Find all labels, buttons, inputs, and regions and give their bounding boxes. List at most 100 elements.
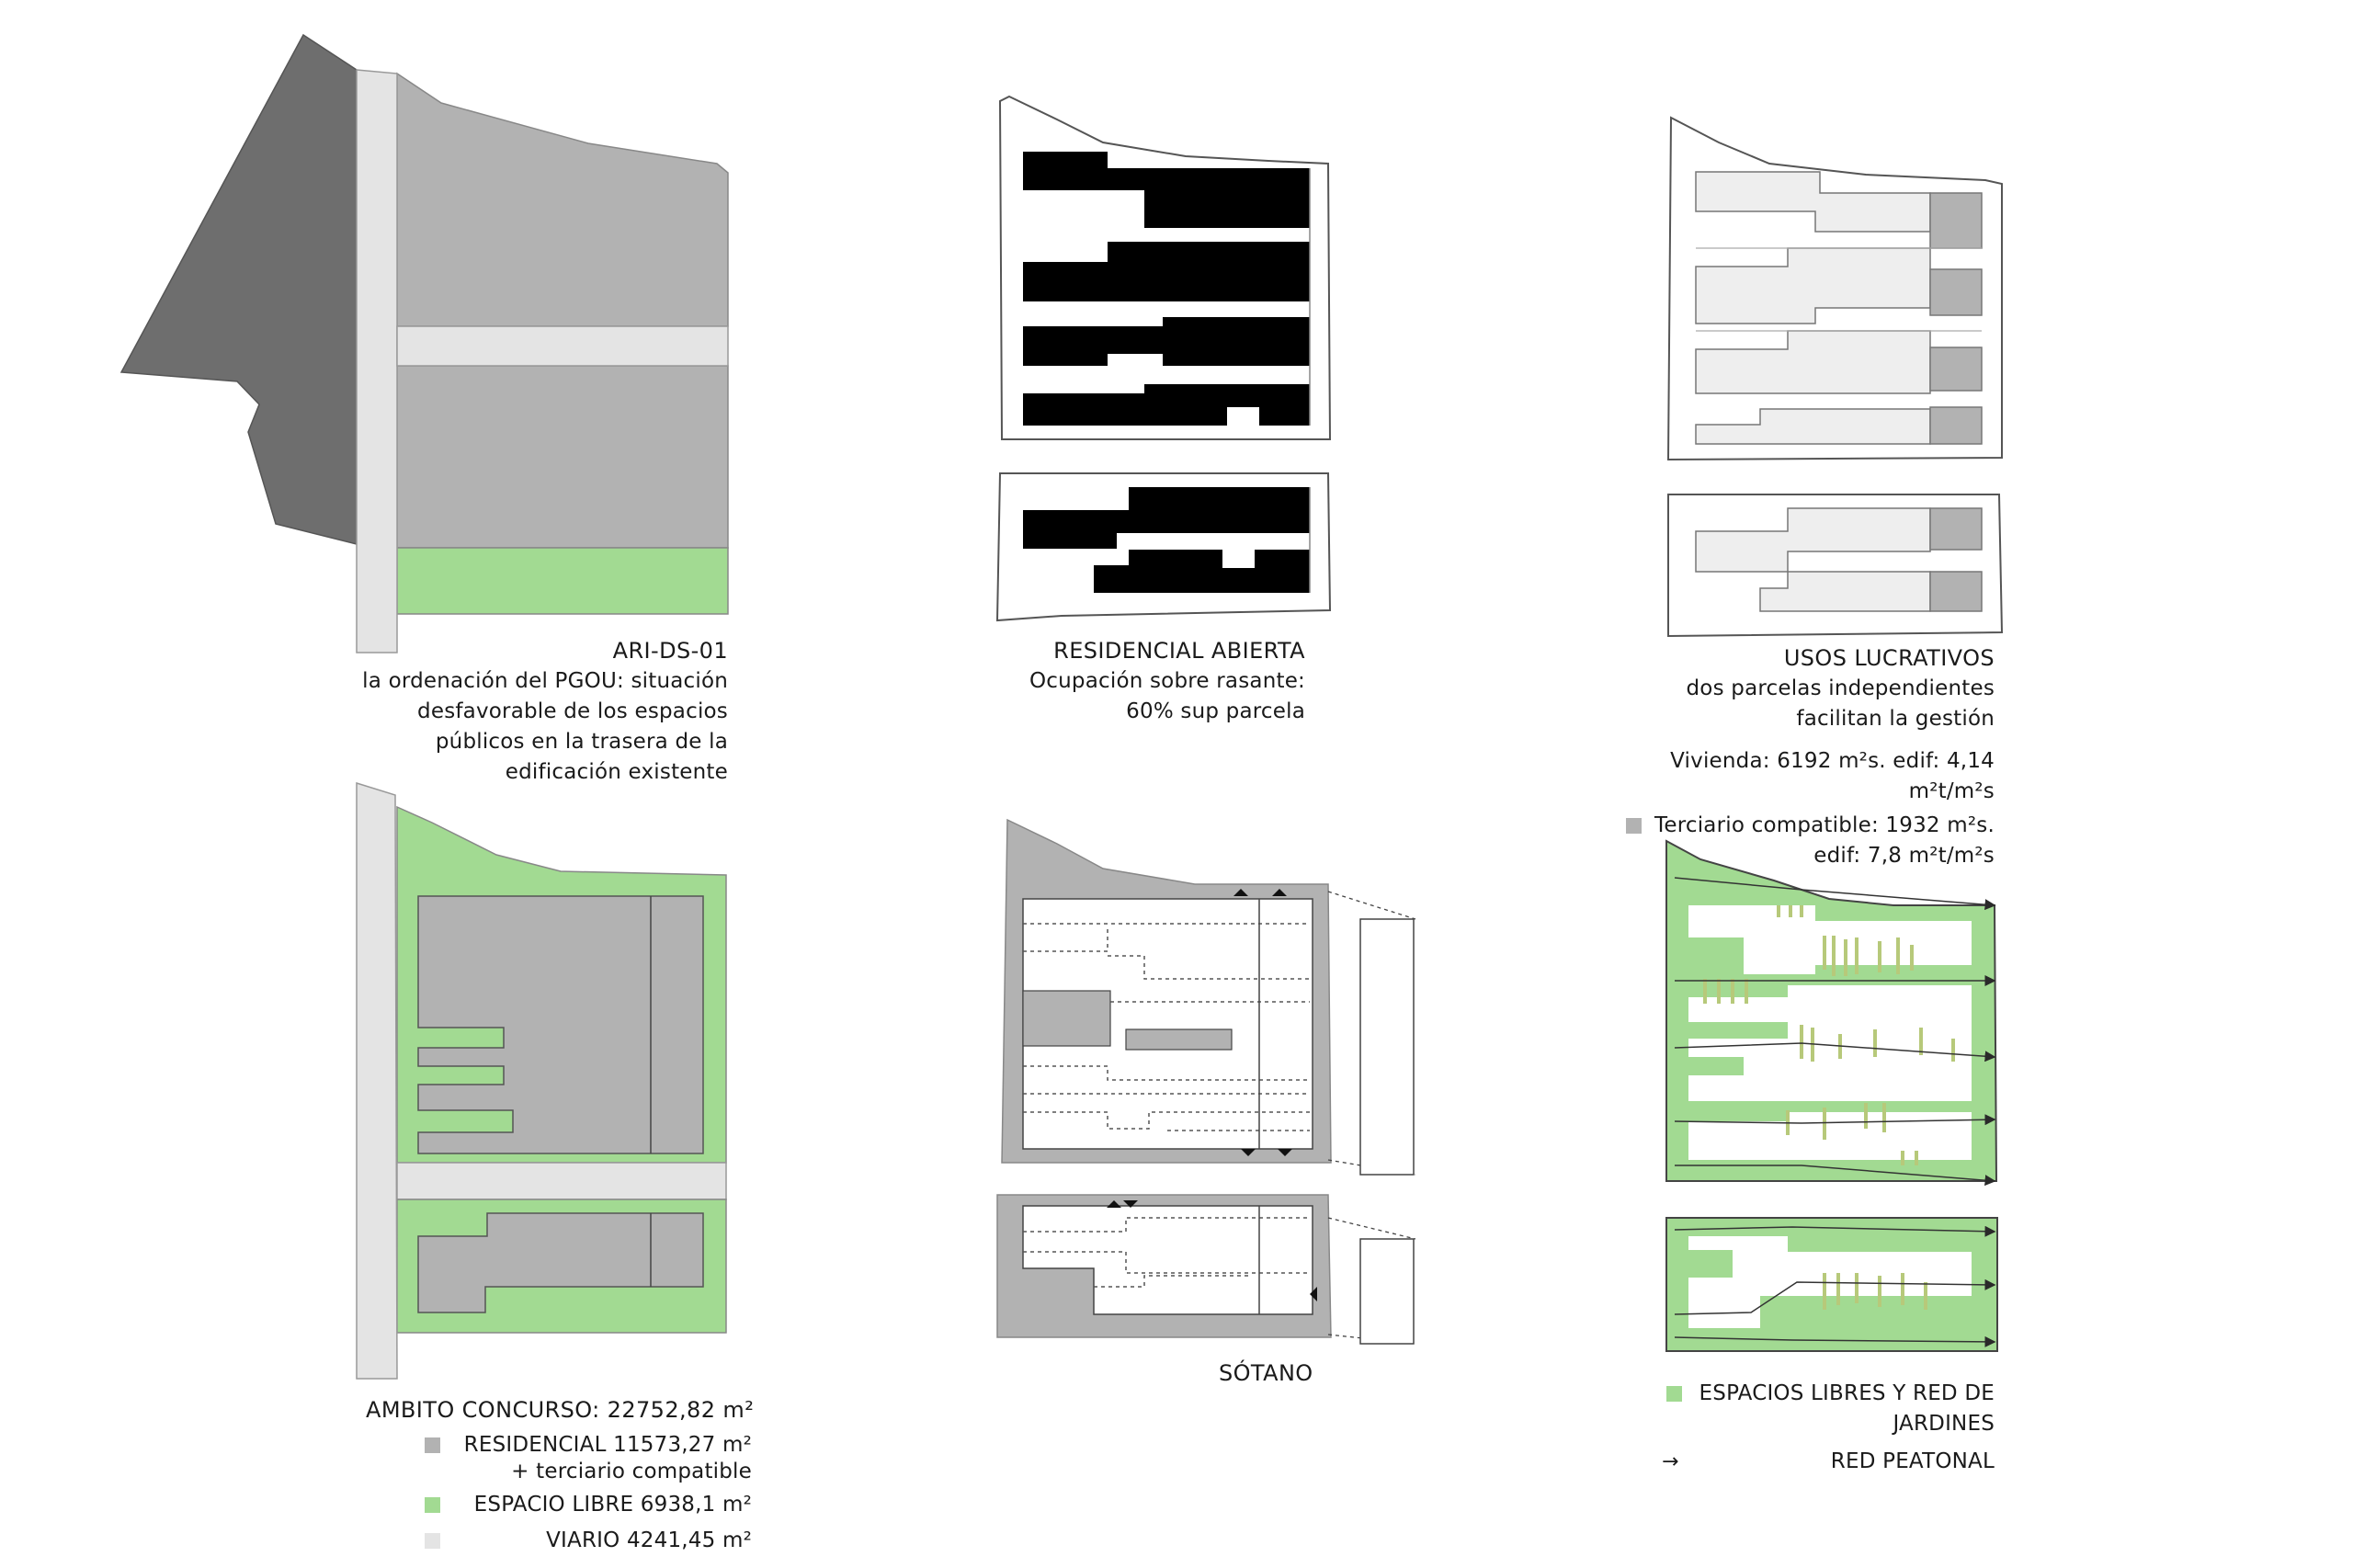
legend-red: → RED PEATONAL	[1654, 1447, 1995, 1477]
residential-block-north	[417, 895, 704, 1154]
terciario-block	[1929, 347, 1983, 392]
black-slab-6	[1094, 550, 1310, 593]
lucrative-block-5	[1695, 507, 1931, 573]
building-footprint-white	[1688, 985, 1972, 1022]
caption-panel-4: AMBITO CONCURSO: 22752,82 m²	[366, 1395, 755, 1426]
panel-1-line: edificación existente	[505, 760, 728, 784]
black-slab-4	[1023, 384, 1310, 426]
road-north-south	[356, 69, 398, 653]
legend-espacios: ESPACIOS LIBRES Y RED DE	[1654, 1379, 1995, 1409]
access-triangle-icon	[1278, 1149, 1292, 1156]
road-north-south	[356, 781, 398, 1380]
pedestrian-route-arrow	[1674, 1335, 1996, 1347]
terciario-block	[1929, 268, 1983, 316]
panel-usos-lucrativos	[1666, 116, 2004, 638]
terciario-block	[1929, 406, 1983, 445]
green-strip	[1688, 1057, 1744, 1075]
legend-residencial-sub: + terciario compatible	[511, 1460, 752, 1483]
terciario-block	[1929, 192, 1983, 249]
panel-4-title: AMBITO CONCURSO: 22752,82 m²	[366, 1397, 755, 1423]
terciario-line: Terciario compatible: 1932 m²s.	[1563, 811, 1995, 841]
basement-gray-wedge	[1022, 990, 1111, 1047]
parking-aisle-dashed	[1023, 928, 1108, 952]
pedestrian-route-arrow	[1675, 1165, 1996, 1187]
panel-ambito-concurso	[356, 781, 727, 1380]
section-elevation-south	[1359, 1238, 1415, 1345]
parking-aisle-dashed	[1023, 1065, 1310, 1081]
black-slab-5	[1023, 487, 1310, 549]
vivienda-line: m²t/m²s	[1908, 779, 1995, 803]
building-footprint-white	[1688, 1022, 1972, 1101]
black-slab-1	[1023, 152, 1310, 228]
building-footprint-white	[1688, 905, 1972, 974]
terciario-line: edif: 7,8 m²t/m²s	[1813, 844, 1995, 868]
pedestrian-route-arrow	[1674, 877, 1996, 911]
caption-panel-5: SÓTANO	[1219, 1358, 1366, 1389]
section-elevation-north	[1359, 918, 1415, 1176]
projection-line	[1327, 1217, 1416, 1240]
legend-espacio-libre-label: ESPACIO LIBRE 6938,1 m²	[473, 1493, 752, 1517]
panel-3-title: USOS LUCRATIVOS	[1783, 645, 1995, 671]
panel-3-line: facilitan la gestión	[1796, 707, 1995, 731]
panel-3-line: dos parcelas independientes	[1686, 676, 1995, 700]
panel-2-line: Ocupación sobre rasante:	[1029, 669, 1305, 693]
residential-plot-north	[396, 72, 729, 327]
panel-1-line: la ordenación del PGOU: situación	[362, 669, 728, 693]
green-swatch-icon	[425, 1497, 440, 1513]
panel-2-line: 60% sup parcela	[1126, 699, 1305, 723]
access-triangle-icon	[1310, 1287, 1317, 1301]
road-east-west	[396, 325, 729, 367]
legend-espacios-line-2: JARDINES	[1893, 1412, 1995, 1436]
legend-red-label: RED PEATONAL	[1830, 1449, 1995, 1473]
panel-espacios-libres	[1665, 839, 1998, 1352]
legend-panel-6: ESPACIOS LIBRES Y RED DE JARDINES → RED …	[1654, 1379, 1995, 1477]
legend-espacio-libre: ESPACIO LIBRE 6938,1 m²	[412, 1490, 752, 1520]
legend-viario: VIARIO 4241,45 m²	[412, 1526, 752, 1556]
parking-aisle-dashed	[1023, 1251, 1310, 1274]
access-triangle-icon	[1272, 889, 1287, 896]
panel-1-line: públicos en la trasera de la	[435, 730, 728, 754]
parking-aisle-dashed	[1108, 955, 1310, 980]
parking-aisle-dashed	[1023, 1111, 1310, 1130]
vivienda-stats: Vivienda: 6192 m²s. edif: 4,14 m²t/m²s	[1563, 746, 1995, 807]
caption-panel-3: USOS LUCRATIVOS dos parcelas independien…	[1563, 643, 1995, 734]
legend-residencial: RESIDENCIAL 11573,27 m²	[412, 1430, 752, 1460]
access-triangle-icon	[1123, 1200, 1138, 1208]
access-triangle-icon	[1233, 889, 1248, 896]
panel-2-title: RESIDENCIAL ABIERTA	[1053, 638, 1305, 664]
terciario-block	[1929, 571, 1983, 612]
legend-espacios-label: ESPACIOS LIBRES Y RED DE	[1699, 1381, 1995, 1405]
black-slab-2	[1023, 242, 1310, 301]
building-footprint-white	[1688, 937, 1744, 974]
pedestrian-route-arrow	[1674, 1042, 1996, 1062]
parking-aisle-dashed	[1023, 1217, 1310, 1233]
road-swatch-icon	[425, 1533, 440, 1549]
existing-building-block	[119, 33, 358, 545]
free-space-strip	[396, 547, 729, 615]
panel-residencial-abierta	[995, 95, 1332, 622]
residential-block-south	[417, 1212, 704, 1313]
pedestrian-route-arrow	[1674, 1225, 1996, 1237]
legend-residencial-label: RESIDENCIAL 11573,27 m²	[463, 1433, 752, 1457]
access-triangle-icon	[1107, 1200, 1121, 1208]
arrow-icon: →	[1662, 1450, 1679, 1473]
panel-sotano	[996, 818, 1416, 1345]
vivienda-line: Vivienda: 6192 m²s. edif: 4,14	[1670, 749, 1995, 773]
terciario-block	[1929, 507, 1983, 551]
caption-panel-2: RESIDENCIAL ABIERTA Ocupación sobre rasa…	[919, 636, 1305, 727]
sotano-label: SÓTANO	[1219, 1360, 1313, 1386]
residential-swatch-icon	[425, 1437, 440, 1453]
green-swatch-icon	[1666, 1386, 1682, 1402]
road-east-west	[396, 1162, 727, 1200]
residential-plot-mid	[396, 365, 729, 549]
projection-line	[1327, 891, 1416, 920]
panel-1-title: ARI-DS-01	[612, 638, 728, 664]
caption-panel-1: ARI-DS-01 la ordenación del PGOU: situac…	[230, 636, 728, 788]
panel-pgou-plan	[119, 33, 729, 653]
terciario-line-text: Terciario compatible: 1932 m²s.	[1654, 813, 1995, 837]
legend-viario-label: VIARIO 4241,45 m²	[546, 1528, 752, 1552]
panel-1-line: desfavorable de los espacios	[417, 699, 728, 723]
pedestrian-route-arrow	[1674, 1114, 1996, 1126]
terciario-stats: Terciario compatible: 1932 m²s. edif: 7,…	[1563, 811, 1995, 871]
